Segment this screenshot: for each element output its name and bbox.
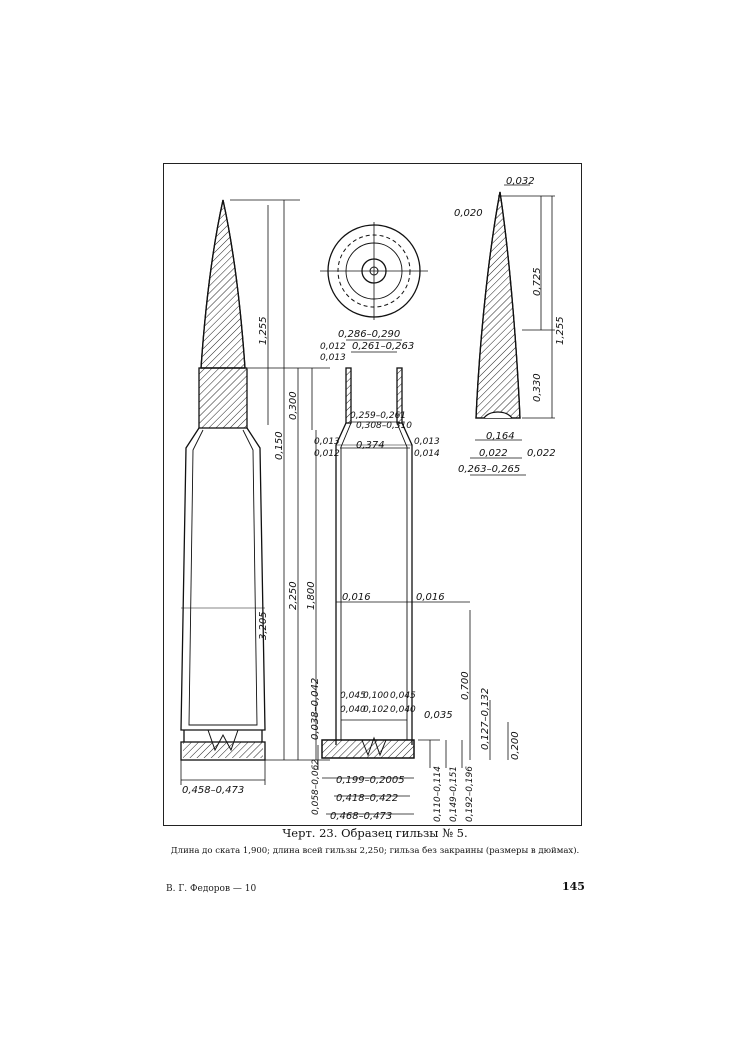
dim-label: 0,020 xyxy=(454,208,483,219)
dim-label: 0,200 xyxy=(510,731,521,760)
dim-label: 1,800 xyxy=(306,581,317,610)
dim-label: 2,250 xyxy=(288,581,299,610)
dim-label: 0,261–0,263 xyxy=(352,341,414,352)
dim-label: 0,300 xyxy=(288,391,299,420)
dim-label: 0,040 xyxy=(390,705,416,715)
dim-label: 0,150 xyxy=(274,431,285,460)
dim-label: 0,149–0,151 xyxy=(449,766,459,822)
dim-label: 0,045 xyxy=(340,691,366,701)
dim-label: 0,038–0,042 xyxy=(310,678,321,740)
dim-label: 0,308–0,310 xyxy=(356,421,412,431)
dim-label: 0,032 xyxy=(506,176,535,187)
figure-frame xyxy=(163,163,582,826)
dim-label: 0,263–0,265 xyxy=(458,464,520,475)
figure-caption: Черт. 23. Образец гильзы № 5. xyxy=(282,826,468,840)
dim-label: 0,127–0,132 xyxy=(480,688,491,750)
dim-label: 0,286–0,290 xyxy=(338,329,400,340)
dim-label: 0,013 xyxy=(414,437,440,447)
dim-label: 0,725 xyxy=(532,267,543,296)
dim-label: 0,012 xyxy=(320,342,346,352)
dim-label: 0,022 xyxy=(479,448,508,459)
dim-label: 0,016 xyxy=(416,592,445,603)
base-end-view xyxy=(320,222,428,320)
dim-label: 1,255 xyxy=(258,316,269,345)
dim-label: 0,014 xyxy=(414,449,440,459)
dim-label: 0,013 xyxy=(320,353,346,363)
footer-author: В. Г. Федоров — 10 xyxy=(166,884,257,894)
dim-label: 0,045 xyxy=(390,691,416,701)
page-number: 145 xyxy=(562,880,585,893)
dim-label: 0,418–0,422 xyxy=(336,793,398,804)
dim-label: 0,016 xyxy=(342,592,371,603)
case-section xyxy=(321,367,415,759)
dim-label: 0,058–0,062 xyxy=(311,759,321,815)
dim-label: 0,259–0,261 xyxy=(350,411,406,421)
dim-label: 1,255 xyxy=(555,316,566,345)
dim-label: 0,468–0,473 xyxy=(330,811,392,822)
left-dimension-lines xyxy=(180,199,330,785)
dim-label: 0,458–0,473 xyxy=(182,785,244,796)
dim-label: 0,035 xyxy=(424,710,453,721)
dim-label: 0,012 xyxy=(314,449,340,459)
dim-label: 0,022 xyxy=(527,448,556,459)
dim-label: 0,013 xyxy=(314,437,340,447)
left-cartridge xyxy=(180,199,266,761)
center-dimension-lines xyxy=(317,339,509,815)
bullet-section xyxy=(475,191,521,419)
figure-subcaption: Длина до ската 1,900; длина всей гильзы … xyxy=(170,846,580,856)
dim-label: 0,199–0,2005 xyxy=(336,775,405,786)
dim-label: 0,110–0,114 xyxy=(433,766,443,822)
dim-label: 0,700 xyxy=(460,671,471,700)
dim-label: 0,330 xyxy=(532,373,543,402)
dim-label: 0,102 xyxy=(363,705,389,715)
dim-label: 3,205 xyxy=(258,611,269,640)
dimension-labels: 0,032 0,020 0,725 1,255 0,330 0,164 0,02… xyxy=(182,176,566,822)
dim-label: 0,164 xyxy=(486,431,515,442)
dim-label: 0,374 xyxy=(356,440,385,451)
dim-label: 0,040 xyxy=(340,705,366,715)
right-dimension-lines xyxy=(470,184,555,476)
dim-label: 0,192–0,196 xyxy=(465,766,475,822)
dim-label: 0,100 xyxy=(363,691,389,701)
